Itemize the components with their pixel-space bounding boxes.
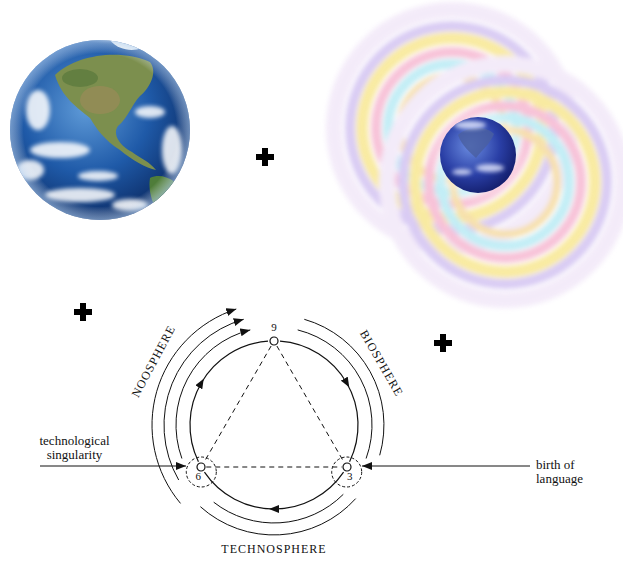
node-circle [269, 336, 279, 346]
point-number: 3 [347, 471, 353, 482]
dashed-line [206, 467, 341, 468]
illustration-part [440, 117, 516, 193]
callout-label: technological singularity [22, 434, 127, 462]
callout-label: birth of language [536, 458, 608, 486]
dashed-ring [332, 457, 362, 487]
illustration-part [200, 499, 355, 535]
illustration-part [415, 92, 595, 272]
cycle-arc [204, 472, 274, 509]
illustration-part [452, 121, 504, 175]
rainbow-field [334, 10, 623, 300]
sphere-arcs [152, 309, 384, 535]
small-earth [440, 117, 516, 193]
plus-sign [434, 334, 452, 352]
illustration-part [164, 319, 244, 480]
illustration-part [429, 106, 581, 258]
illustration-part [440, 334, 446, 352]
node-dot [197, 463, 205, 471]
earth-photo [10, 24, 190, 232]
illustration-part [452, 169, 472, 175]
cycle-arc [347, 383, 358, 462]
illustration-part [10, 40, 190, 220]
earth-glow [428, 105, 528, 205]
illustration-part [78, 24, 158, 40]
circle-node: 6 [196, 462, 206, 472]
sphere-label: NOOSPHERE [129, 323, 178, 399]
cycle-arc [201, 341, 268, 383]
node-dot [270, 337, 278, 345]
node-dot [343, 463, 351, 471]
sphere-label: TECHNOSPHERE [221, 543, 326, 556]
illustration-part [403, 80, 607, 284]
illustration-part [80, 303, 86, 321]
circle-node: 3 [342, 462, 352, 472]
plus-sign [74, 303, 92, 321]
circle-node: 9 [269, 336, 279, 346]
illustration-part [262, 148, 268, 166]
connector [204, 346, 271, 462]
dashed-line [277, 346, 344, 462]
connector [277, 346, 344, 462]
connector [190, 341, 268, 461]
illustration-part [452, 121, 504, 175]
cycle-arc [274, 472, 344, 509]
cycle-arc [280, 341, 347, 383]
illustration-part [454, 121, 486, 129]
connector [206, 466, 341, 467]
connector [280, 341, 358, 462]
point-number: 9 [271, 322, 277, 333]
illustration-part [458, 128, 494, 158]
plus-sign [256, 148, 274, 166]
illustration-part [334, 10, 570, 246]
dashed-line [204, 346, 271, 462]
connector [204, 472, 343, 509]
point-number: 6 [196, 471, 202, 482]
cycle-arc [190, 383, 201, 462]
illustration-part [476, 164, 504, 172]
dashed-ring [186, 457, 216, 487]
leader-line [40, 466, 186, 467]
illustration-part [387, 64, 623, 300]
leader-line [362, 466, 530, 467]
illustration-part [10, 40, 190, 220]
